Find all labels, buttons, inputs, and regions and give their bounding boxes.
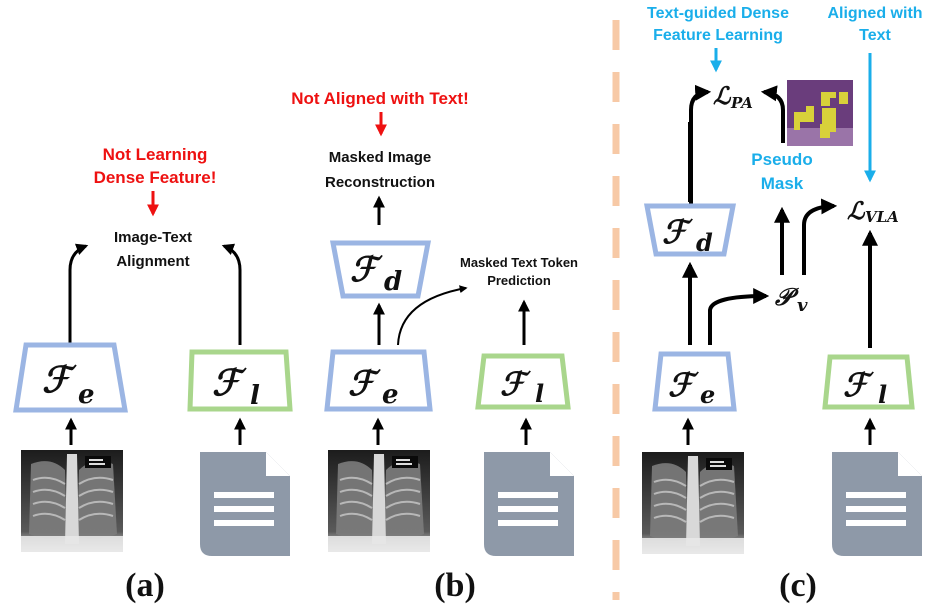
- warning-text: Not Aligned with Text!: [291, 89, 469, 108]
- panel-b: Not Aligned with Text! Masked Image Reco…: [291, 89, 578, 604]
- encoder-subscript: e: [700, 380, 715, 409]
- text-encoder-block: ℱ l: [187, 349, 293, 412]
- text-encoder-block: ℱ l: [822, 354, 915, 410]
- text-objective-line1: Masked Text Token: [460, 255, 578, 270]
- image-encoder-block: ℱ e: [652, 351, 737, 412]
- dense-highlight-line2: Feature Learning: [653, 27, 783, 44]
- arrow-image-encoder-to-objective: [68, 243, 89, 345]
- encoder-subscript: l: [878, 380, 887, 409]
- loss-subscript: VLA: [865, 208, 899, 226]
- pseudo-mask-label-line1: Pseudo: [751, 150, 812, 169]
- loss-symbol: ℒ: [713, 81, 732, 110]
- warning-text-line2: Dense Feature!: [94, 168, 217, 187]
- projection-symbol: 𝒫: [774, 282, 799, 311]
- panel-a: Not Learning Dense Feature! Image-Text A…: [13, 145, 293, 604]
- loss-pa: ℒ PA: [713, 81, 753, 112]
- arrow-text-encoder-to-objective: [221, 243, 242, 345]
- panel-caption: (a): [125, 567, 165, 604]
- encoder-subscript: e: [382, 380, 399, 410]
- text-report-document-icon: [484, 452, 574, 556]
- decoder-subscript: d: [696, 228, 713, 257]
- loss-vla: ℒ VLA: [847, 196, 899, 226]
- objective-label-line2: Alignment: [116, 253, 189, 270]
- warning-text-line1: Not Learning: [103, 145, 208, 164]
- chest-xray-image: [20, 449, 124, 553]
- decoder-block: ℱ d: [643, 203, 737, 257]
- panel-caption: (c): [779, 567, 817, 604]
- decoder-subscript: d: [384, 267, 402, 297]
- objective-label-line1: Image-Text: [114, 229, 192, 246]
- text-report-document-icon: [832, 452, 922, 556]
- encoder-subscript: e: [78, 380, 95, 410]
- text-objective-line2: Prediction: [487, 273, 551, 288]
- projection-subscript: v: [797, 295, 808, 316]
- pseudo-mask-label-line2: Mask: [761, 174, 804, 193]
- image-encoder-block: ℱ e: [13, 342, 128, 413]
- chest-xray-image: [641, 451, 745, 555]
- image-encoder-block: ℱ e: [324, 349, 433, 412]
- projection-head: 𝒫 v: [774, 282, 808, 316]
- dense-highlight-line1: Text-guided Dense: [647, 5, 789, 22]
- encoder-subscript: l: [250, 381, 260, 411]
- image-objective-line2: Reconstruction: [325, 174, 435, 191]
- encoder-subscript: l: [535, 379, 544, 408]
- aligned-highlight-line2: Text: [859, 27, 891, 44]
- image-objective-line1: Masked Image: [329, 149, 432, 166]
- pseudo-mask-image: [787, 80, 853, 146]
- arrow-decoder-to-loss-pa: [689, 84, 712, 240]
- arrow-encoder-to-text-objective: [397, 285, 468, 346]
- loss-symbol: ℒ: [847, 196, 866, 225]
- text-encoder-block: ℱ l: [475, 353, 571, 410]
- arrow-pseudo-mask-to-loss-pa: [760, 85, 785, 143]
- decoder-block: ℱ d: [329, 240, 432, 299]
- panel-caption: (b): [434, 567, 476, 604]
- panel-c: Text-guided Dense Feature Learning Align…: [641, 5, 923, 604]
- loss-subscript: PA: [730, 94, 753, 112]
- text-report-document-icon: [200, 452, 290, 556]
- arrow-projection-to-loss-vla: [802, 198, 838, 275]
- aligned-highlight-line1: Aligned with: [827, 5, 922, 22]
- arrow-encoder-to-projection: [708, 288, 770, 345]
- chest-xray-image: [327, 449, 431, 553]
